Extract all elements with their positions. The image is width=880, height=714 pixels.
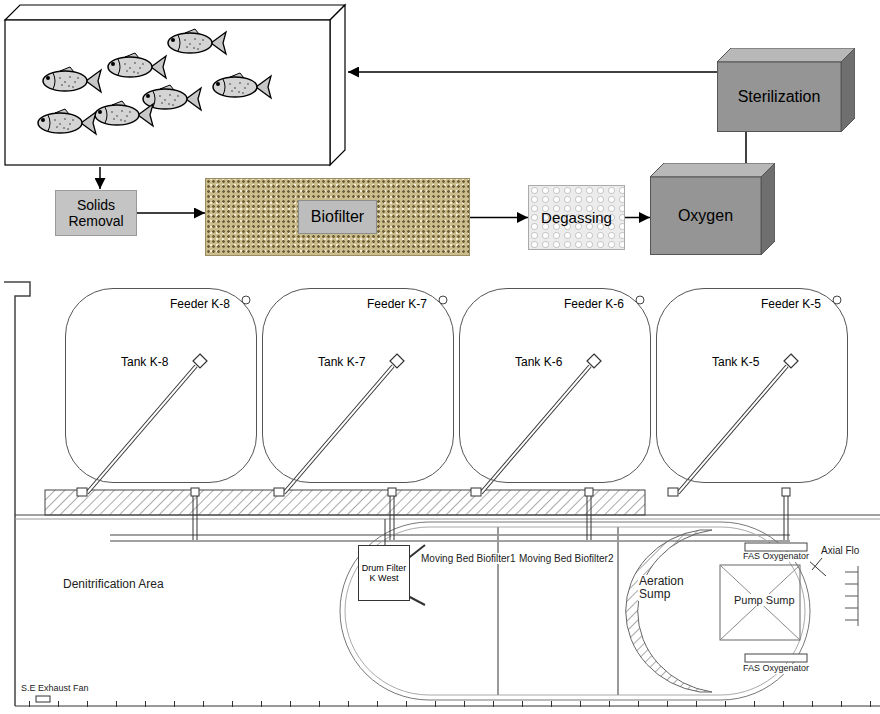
process-box: Solids Removal bbox=[55, 190, 137, 236]
node-label: Feeder K-6 bbox=[564, 298, 624, 312]
tank-outline: Feeder K-5Tank K-5 bbox=[656, 288, 848, 483]
flow-connector bbox=[625, 217, 650, 219]
process-cube: Oxygen bbox=[650, 163, 775, 255]
area-label: Moving Bed Biofilter1 bbox=[420, 553, 517, 564]
node-label: Feeder K-8 bbox=[170, 298, 230, 312]
node-label: Tank K-5 bbox=[712, 356, 759, 370]
tank-outline: Feeder K-8Tank K-8 bbox=[65, 288, 257, 483]
process-box: Degassing bbox=[528, 185, 625, 250]
fish-tank bbox=[5, 5, 345, 165]
biofilter-box: Biofilter bbox=[205, 178, 470, 256]
node-label: Drum Filter K West bbox=[361, 563, 407, 584]
node-label: Feeder K-5 bbox=[761, 298, 821, 312]
floor-plan bbox=[4, 282, 880, 707]
flow-connector bbox=[470, 217, 528, 219]
return-arrow bbox=[348, 71, 717, 73]
node-label: Tank K-7 bbox=[318, 356, 365, 370]
area-label: Pump Sump bbox=[733, 594, 796, 606]
filter-box: Drum Filter K West bbox=[358, 545, 410, 601]
node-label: Sterilization bbox=[738, 88, 821, 106]
area-label: Denitrification Area bbox=[62, 578, 165, 591]
node-label: Oxygen bbox=[678, 207, 733, 225]
area-label: Aeration Sump bbox=[638, 575, 698, 601]
process-cube: Sterilization bbox=[717, 48, 855, 132]
fish-group bbox=[38, 29, 271, 134]
node-label: Biofilter bbox=[298, 200, 377, 234]
drain-arrow bbox=[99, 167, 101, 189]
tank-outline: Feeder K-6Tank K-6 bbox=[459, 288, 651, 483]
flow-connector bbox=[137, 212, 205, 214]
area-label: Moving Bed Biofilter2 bbox=[518, 553, 615, 564]
node-label: Solids Removal bbox=[60, 197, 132, 229]
area-label: FAS Oxygenator bbox=[742, 664, 810, 674]
node-label: Degassing bbox=[541, 209, 612, 226]
area-label: S.E Exhaust Fan bbox=[20, 684, 90, 694]
node-label: Feeder K-7 bbox=[367, 298, 427, 312]
flow-connector bbox=[745, 132, 747, 163]
tank-outline: Feeder K-7Tank K-7 bbox=[262, 288, 454, 483]
node-label: Tank K-6 bbox=[515, 356, 562, 370]
node-label: Tank K-8 bbox=[121, 356, 168, 370]
area-label: Axial Flo bbox=[820, 545, 860, 556]
area-label: FAS Oxygenator bbox=[742, 552, 810, 562]
